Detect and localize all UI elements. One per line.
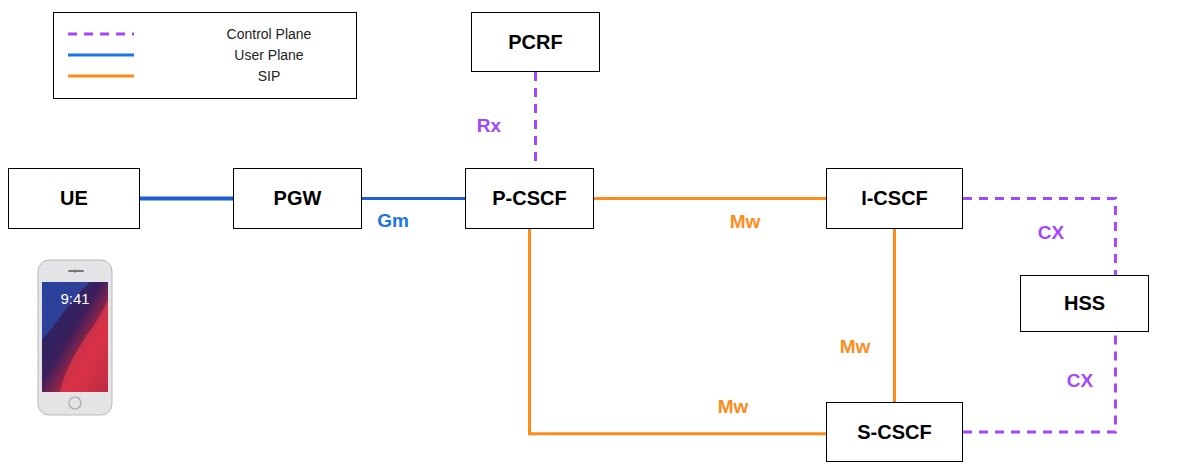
phone-screen (42, 282, 108, 392)
legend-samples (54, 13, 356, 98)
node-label: HSS (1064, 292, 1105, 315)
rx-interface (534, 72, 537, 168)
phone-home-button (69, 397, 81, 409)
user-plane-link (140, 197, 233, 201)
mw-interface (594, 197, 826, 200)
interface-label: Gm (375, 210, 411, 232)
node-label: P-CSCF (492, 187, 566, 210)
control-plane-sample (68, 33, 134, 36)
legend-label: SIP (258, 68, 281, 84)
cx-interface (963, 199, 1115, 276)
interface-label: Rx (475, 115, 503, 137)
cx-interface (963, 332, 1115, 432)
interface-label: Mw (716, 396, 751, 418)
gm-interface (362, 197, 465, 200)
interface-label: CX (1036, 222, 1066, 244)
sip-sample (68, 75, 134, 78)
phone-wallpaper (42, 282, 90, 340)
legend-label: User Plane (234, 47, 303, 63)
phone-clock: 9:41 (60, 290, 89, 307)
legend-label: Control Plane (227, 26, 312, 42)
mw-interface (893, 229, 896, 402)
phone-wallpaper (60, 300, 108, 392)
phone-body (38, 260, 112, 415)
mw-interface (530, 229, 827, 434)
node-label: PGW (274, 187, 322, 210)
pcscf-box: P-CSCF (465, 168, 594, 229)
node-label: UE (60, 187, 88, 210)
user-plane-sample (68, 54, 134, 57)
node-label: S-CSCF (857, 421, 931, 444)
node-label: PCRF (508, 31, 562, 54)
interface-label: CX (1065, 370, 1095, 392)
legend-box: Control PlaneUser PlaneSIP (53, 12, 357, 99)
phone-speaker (68, 270, 84, 272)
scscf-box: S-CSCF (826, 402, 963, 462)
interface-label: Mw (838, 336, 873, 358)
interface-label: Mw (728, 211, 763, 233)
node-label: I-CSCF (861, 187, 928, 210)
hss-box: HSS (1020, 275, 1149, 332)
pcrf-box: PCRF (471, 12, 600, 72)
icscf-box: I-CSCF (826, 168, 963, 229)
ue-box: UE (8, 168, 140, 229)
pgw-box: PGW (233, 168, 362, 229)
